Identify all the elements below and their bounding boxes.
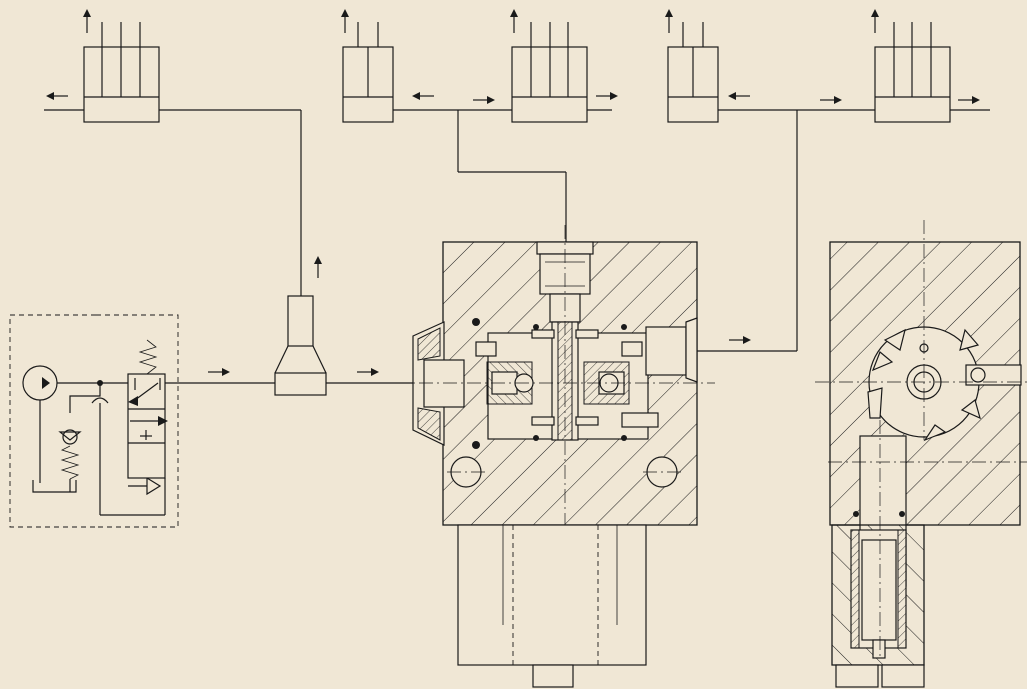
flow-arrow-right [729,336,751,344]
flow-arrow-right [958,96,980,104]
drive-motor-housing [457,524,647,688]
directional-valve-symbol [127,339,275,496]
flow-arrow-up [510,9,518,33]
flow-arrow-left [46,92,68,100]
flow-arrow-up [665,9,673,33]
rotary-valve-side-section [815,220,1027,688]
flow-arrow-up [83,9,91,33]
supply-line [159,109,990,352]
pump-unit-frame [9,314,179,528]
lubrication-point-block [667,22,719,123]
lubrication-point-block [44,22,160,123]
tee-distributor [274,295,444,396]
pressure-relief-valve-symbol [58,380,166,516]
flow-arrow-up [314,256,322,278]
lubrication-point-block [874,22,951,123]
lubrication-point-block [511,22,588,123]
flow-arrow-up [341,9,349,33]
flow-arrow-right [820,96,842,104]
flow-arrow-up [871,9,879,33]
flow-arrow-left [728,92,750,100]
flow-arrow-right [473,96,495,104]
flow-arrow-right [357,368,379,376]
lubrication-point-block [342,22,394,123]
distributor-block-section [395,225,715,660]
flow-arrow-left [412,92,434,100]
flow-arrow-right [208,368,230,376]
flow-arrow-right [596,92,618,100]
pump-symbol [22,365,130,493]
